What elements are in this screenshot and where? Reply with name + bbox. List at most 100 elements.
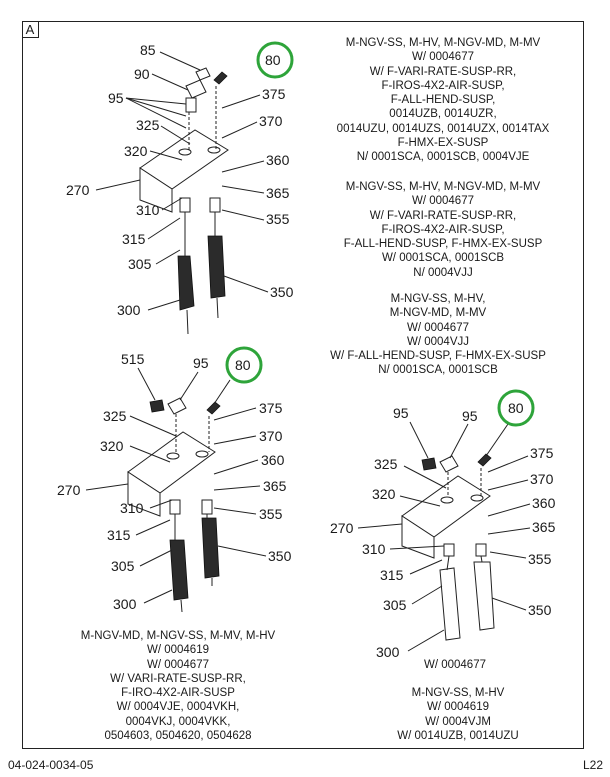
page-code: L22: [583, 758, 604, 772]
note-line: F-IROS-4X2-AIR-SUSP,: [381, 223, 505, 236]
fitting-85: [195, 67, 211, 81]
note-line: M-NGV-SS, M-HV, M-NGV-MD, M-MV: [345, 181, 541, 193]
callout-360: 360: [261, 452, 285, 468]
highlight-circle-80: [256, 41, 294, 79]
callout-375: 375: [530, 445, 554, 461]
note-line: N/ 0004VJJ: [413, 266, 473, 279]
valve-300: [177, 255, 195, 311]
highlight-circle-80: [497, 389, 535, 427]
callout-320: 320: [100, 438, 124, 454]
callout-95: 95: [193, 355, 209, 371]
note-line: W/ 0004619: [426, 701, 489, 714]
highlight-circle-80: [225, 346, 263, 384]
fitting-515: [149, 399, 165, 413]
note-line: W/ 0004VJE, 0004VKH,: [116, 701, 240, 714]
callout-95: 95: [462, 408, 478, 424]
callout-270: 270: [66, 182, 90, 198]
callout-270: 270: [330, 520, 354, 536]
note-line: 0504603, 0504620, 0504628: [104, 730, 252, 743]
callout-320: 320: [372, 486, 396, 502]
valve-350: [473, 561, 495, 631]
callout-355: 355: [528, 551, 552, 567]
callout-315: 315: [380, 567, 404, 583]
valve-300: [439, 567, 461, 641]
callout-90: 90: [134, 66, 150, 82]
notes-top-right: M-NGV-SS, M-HV, M-NGV-MD, M-MV W/ 000467…: [318, 36, 568, 165]
callout-300: 300: [113, 596, 137, 612]
callout-360: 360: [532, 495, 556, 511]
callout-360: 360: [266, 152, 290, 168]
callout-325: 325: [136, 117, 160, 133]
callout-325: 325: [374, 456, 398, 472]
callout-320: 320: [124, 143, 148, 159]
callout-355: 355: [266, 211, 290, 227]
note-line: W/ F-ALL-HEND-SUSP, F-HMX-EX-SUSP: [330, 350, 546, 363]
callout-80: 80: [508, 400, 524, 416]
callout-310: 310: [362, 541, 386, 557]
fitting-95: [421, 457, 437, 471]
elbow-80: [206, 401, 221, 415]
fitting-95: [185, 97, 197, 113]
note-line: M-NGV-MD, M-MV: [389, 307, 487, 320]
callout-365: 365: [266, 185, 290, 201]
callout-370: 370: [530, 471, 554, 487]
note-line: 0014UZU, 0014UZS, 0014UZX, 0014TAX: [336, 122, 550, 135]
note-line: N/ 0001SCA, 0001SCB: [378, 364, 498, 377]
callout-310: 310: [136, 202, 160, 218]
callout-375: 375: [259, 400, 283, 416]
callout-300: 300: [376, 644, 400, 660]
callout-365: 365: [532, 519, 556, 535]
callout-375: 375: [262, 86, 286, 102]
callout-300: 300: [117, 302, 141, 318]
callout-315: 315: [122, 231, 146, 247]
callout-370: 370: [259, 428, 283, 444]
note-line: N/ 0001SCA, 0001SCB, 0004VJE: [356, 151, 530, 164]
callout-355: 355: [259, 506, 283, 522]
note-line: M-NGV-MD, M-NGV-SS, M-MV, M-HV: [80, 630, 276, 642]
valve-300: [169, 539, 189, 601]
valve-350: [201, 517, 220, 579]
callout-515: 515: [121, 351, 145, 367]
note-line: M-NGV-SS, M-HV: [411, 687, 505, 699]
assembly-lower-right: 95 95 80 375 325 370 320 360 270 365 310…: [330, 389, 556, 660]
note-line: W/ 0004677: [423, 659, 486, 671]
assembly-middle: 515 95 80 375 325 370 320 360 270 365 31…: [57, 346, 292, 613]
callout-315: 315: [107, 527, 131, 543]
note-line: W/ 0004677: [411, 51, 474, 64]
note-line: W/ 0001SCA, 0001SCB: [381, 252, 505, 265]
notes-bottom-right-a: W/ 0004677: [380, 658, 530, 672]
note-line: F-ALL-HEND-SUSP,: [390, 94, 496, 107]
callout-325: 325: [103, 408, 127, 424]
bracket-flange: [139, 167, 173, 213]
note-line: W/ 0004677: [406, 321, 469, 334]
note-line: W/ 0004677: [146, 658, 209, 671]
note-line: M-NGV-SS, M-HV, M-NGV-MD, M-MV: [345, 37, 541, 49]
note-line: W/ 0014UZB, 0014UZU: [397, 729, 519, 742]
bracket-flange: [127, 471, 161, 517]
callout-305: 305: [111, 558, 135, 574]
note-line: W/ F-VARI-RATE-SUSP-RR,: [369, 209, 517, 222]
fitting-90: [185, 79, 207, 99]
note-line: 0014UZB, 0014UZR,: [389, 108, 497, 121]
notes-bottom-right-b: M-NGV-SS, M-HV W/ 0004619 W/ 0004VJM W/ …: [368, 686, 548, 743]
callout-310: 310: [120, 500, 144, 516]
note-line: M-NGV-SS, M-HV,: [390, 293, 486, 305]
note-line: W/ VARI-RATE-SUSP-RR,: [110, 672, 246, 685]
assembly-top: 85 90 95 80 375 325 370 320 360 270 365 …: [66, 41, 294, 335]
callout-80: 80: [235, 357, 251, 373]
callout-305: 305: [383, 597, 407, 613]
note-line: W/ 0004VJJ: [407, 335, 469, 348]
frame-tag: A: [22, 21, 39, 38]
notes-lower-right: M-NGV-SS, M-HV, M-NGV-MD, M-MV W/ 000467…: [308, 292, 568, 378]
doc-number: 04-024-0034-05: [8, 758, 94, 772]
callout-350: 350: [528, 602, 552, 618]
callout-365: 365: [263, 478, 287, 494]
callout-350: 350: [270, 284, 294, 300]
note-line: W/ 0004619: [146, 644, 209, 657]
note-line: W/ F-VARI-RATE-SUSP-RR,: [369, 65, 517, 78]
note-line: 0004VKJ, 0004VKK,: [125, 715, 231, 728]
notes-mid-right: M-NGV-SS, M-HV, M-NGV-MD, M-MV W/ 000467…: [318, 180, 568, 280]
diagram-frame: [22, 21, 584, 749]
elbow-80: [213, 71, 228, 85]
